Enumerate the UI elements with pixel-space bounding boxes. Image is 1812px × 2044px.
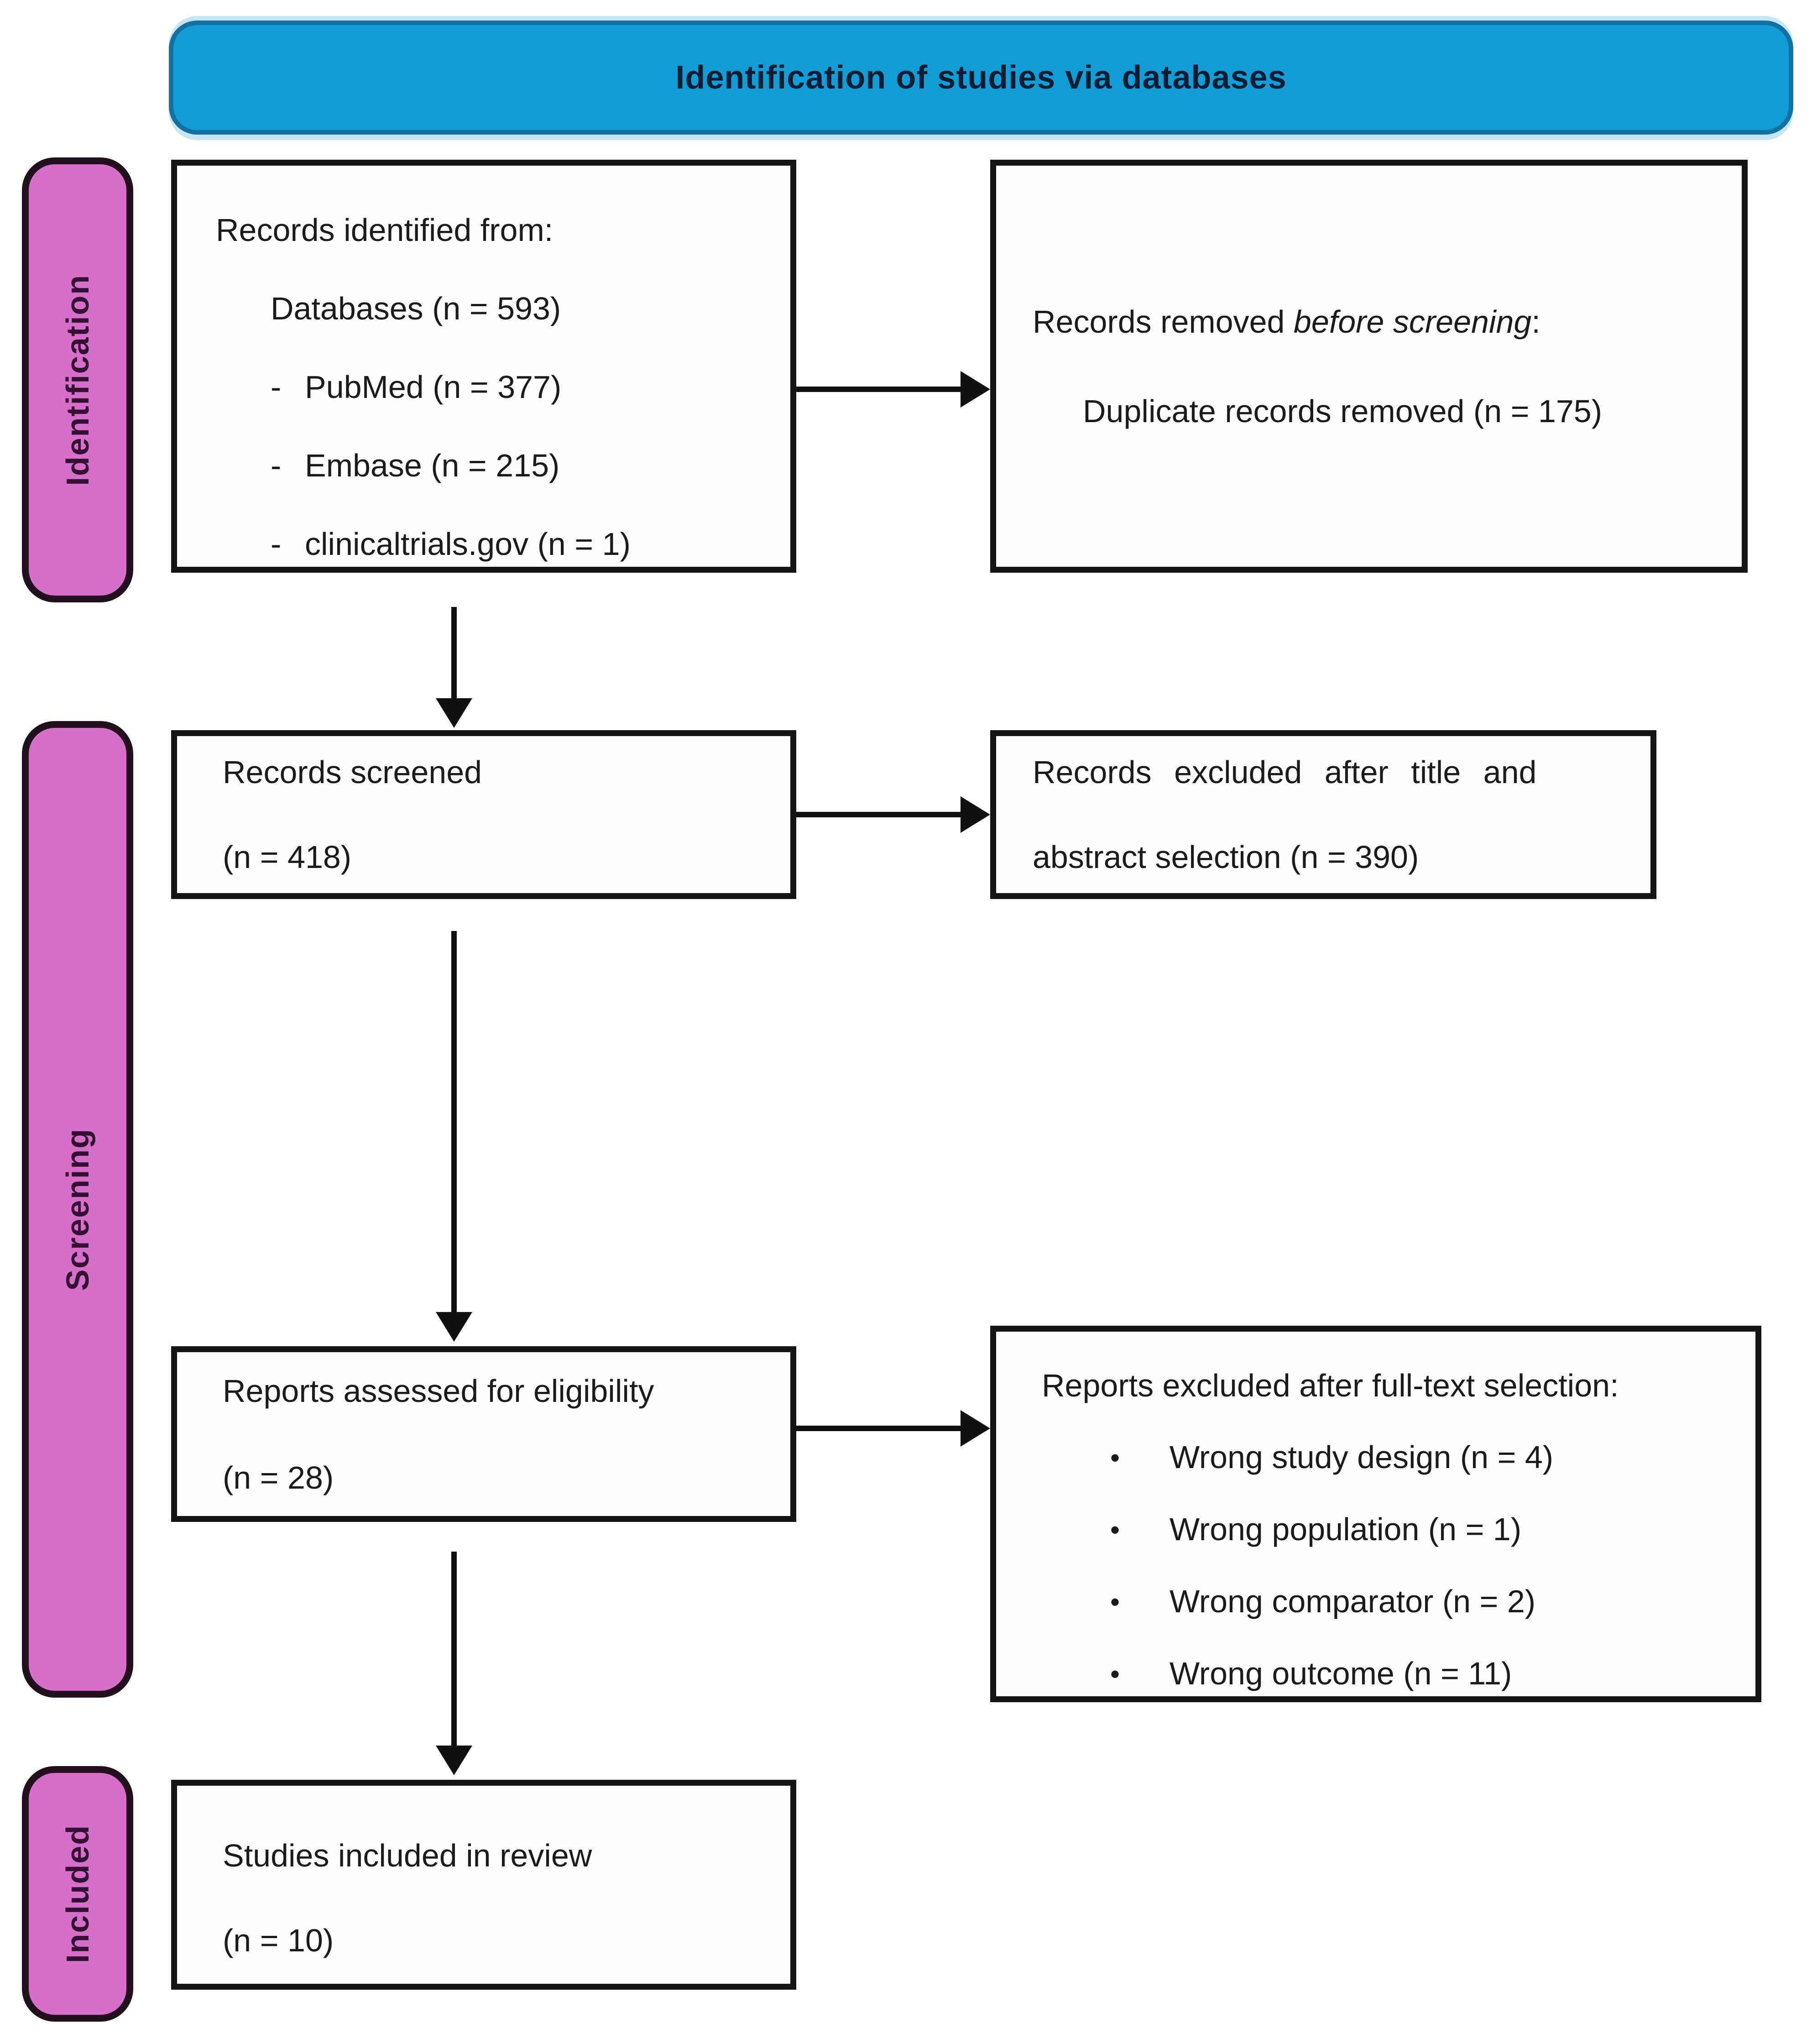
records-removed-title: Records removed before screening: xyxy=(1033,277,1728,366)
stage-label-included: Included xyxy=(22,1766,133,2022)
studies-included-count: (n = 10) xyxy=(223,1923,334,1958)
reports-assessed-title: Reports assessed for eligibility xyxy=(223,1373,654,1409)
stage-label-identification-text: Identification xyxy=(60,274,95,486)
excluded-item-comparator-text: Wrong comparator (n = 2) xyxy=(1170,1584,1536,1619)
stage-label-screening: Screening xyxy=(22,721,133,1698)
arrow-assessed-to-excluded xyxy=(796,1426,961,1431)
records-identified-databases: Databases (n = 593) xyxy=(271,291,561,326)
records-identified-pubmed: -PubMed (n = 377) xyxy=(271,348,777,426)
box-studies-included: Studies included in review (n = 10) xyxy=(171,1780,796,1990)
excluded-item-population: • Wrong population (n = 1) xyxy=(1110,1494,1746,1566)
reports-assessed-count: (n = 28) xyxy=(223,1459,334,1495)
banner-title: Identification of studies via databases xyxy=(675,59,1287,96)
excluded-item-study-design: • Wrong study design (n = 4) xyxy=(1110,1422,1746,1494)
bullet-icon: • xyxy=(1110,1587,1120,1617)
records-identified-clinicaltrials-text: clinicaltrials.gov (n = 1) xyxy=(305,526,631,562)
box-records-identified: Records identified from: Databases (n = … xyxy=(171,160,796,573)
arrow-identified-to-removed xyxy=(796,387,961,392)
records-removed-title-prefix: Records removed xyxy=(1033,303,1294,340)
box-records-removed: Records removed before screening: Duplic… xyxy=(990,160,1748,573)
arrow-screened-to-assessed xyxy=(451,931,457,1312)
records-identified-embase: -Embase (n = 215) xyxy=(271,426,777,505)
records-excluded-line2: abstract selection (n = 390) xyxy=(1033,839,1419,875)
box-records-screened: Records screened (n = 418) xyxy=(171,730,796,899)
records-removed-title-italic: before screening xyxy=(1293,303,1532,340)
reports-excluded-title: Reports excluded after full-text selecti… xyxy=(1042,1368,1619,1403)
arrow-assessed-to-included xyxy=(451,1552,457,1746)
records-identified-embase-text: Embase (n = 215) xyxy=(305,448,560,483)
arrow-identified-to-screened xyxy=(451,607,457,698)
records-identified-clinicaltrials: -clinicaltrials.gov (n = 1) xyxy=(271,505,777,583)
excluded-item-outcome-text: Wrong outcome (n = 11) xyxy=(1170,1656,1512,1691)
records-identified-pubmed-text: PubMed (n = 377) xyxy=(305,369,562,405)
box-reports-excluded-fulltext: Reports excluded after full-text selecti… xyxy=(990,1326,1761,1702)
banner: Identification of studies via databases xyxy=(169,21,1793,135)
box-reports-assessed: Reports assessed for eligibility (n = 28… xyxy=(171,1346,796,1522)
excluded-item-comparator: • Wrong comparator (n = 2) xyxy=(1110,1566,1746,1638)
box-records-excluded-title-abstract: Records excluded after title and abstrac… xyxy=(990,730,1656,899)
bullet-icon: • xyxy=(1110,1659,1120,1689)
records-screened-count: (n = 418) xyxy=(223,839,352,875)
bullet-icon: • xyxy=(1110,1443,1120,1473)
dash-marker: - xyxy=(271,369,282,405)
excluded-item-outcome: • Wrong outcome (n = 11) xyxy=(1110,1638,1746,1710)
records-removed-title-suffix: : xyxy=(1531,303,1540,340)
stage-label-screening-text: Screening xyxy=(60,1128,95,1291)
bullet-icon: • xyxy=(1110,1515,1120,1545)
dash-marker: - xyxy=(271,526,282,562)
arrow-screened-to-excluded xyxy=(796,812,961,817)
stage-label-identification: Identification xyxy=(22,157,133,602)
records-screened-title: Records screened xyxy=(223,754,482,790)
excluded-item-population-text: Wrong population (n = 1) xyxy=(1170,1511,1522,1547)
studies-included-title: Studies included in review xyxy=(223,1838,592,1873)
stage-label-included-text: Included xyxy=(60,1824,95,1963)
records-identified-title: Records identified from: xyxy=(216,212,554,248)
excluded-item-study-design-text: Wrong study design (n = 4) xyxy=(1170,1439,1554,1475)
dash-marker: - xyxy=(271,448,282,483)
duplicate-records-removed: Duplicate records removed (n = 175) xyxy=(1083,393,1603,429)
records-excluded-line1: Records excluded after title and xyxy=(1033,754,1537,790)
